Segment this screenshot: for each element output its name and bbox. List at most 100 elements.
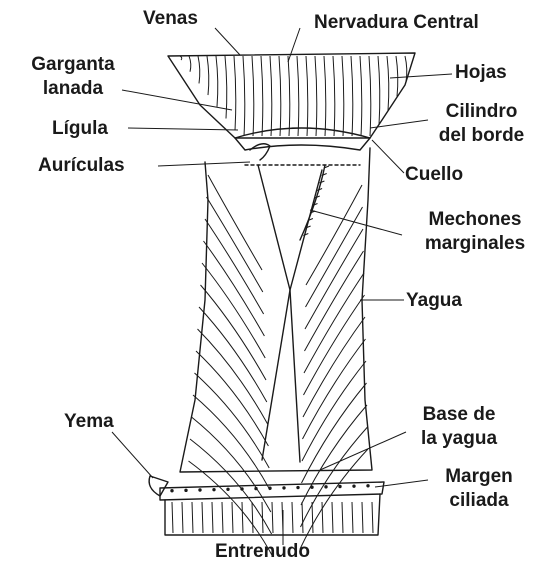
node-dot [185, 489, 187, 491]
sheath-vein-right [301, 427, 368, 527]
label-base-de: Base de [400, 404, 518, 426]
label-lanada: lanada [14, 78, 132, 100]
leader-lines [112, 28, 452, 545]
sheath-vein-left [193, 395, 270, 490]
leader-venas [215, 28, 240, 55]
internode-vein [342, 502, 343, 533]
label-venas: Venas [143, 8, 198, 30]
label-margen: Margen [420, 466, 538, 488]
node-dot [241, 488, 243, 490]
internode-vein [242, 502, 243, 533]
leader-mechones [310, 210, 402, 235]
leaf-vein [270, 56, 272, 136]
leaf-vein [405, 56, 407, 82]
leaf-vein [243, 56, 245, 136]
leaf-vein [288, 56, 290, 136]
sheath-vein-left [199, 307, 267, 402]
leaf-vein [306, 56, 308, 136]
internode-vein [272, 502, 273, 533]
leader-garganta [122, 90, 232, 110]
leaf-vein [351, 56, 353, 136]
internode-vein [202, 502, 203, 533]
node-dot [367, 485, 369, 487]
label-yema: Yema [64, 411, 114, 433]
sheath-vein-right [304, 295, 365, 395]
leader-nervadura [288, 28, 300, 62]
leaf-vein [252, 56, 254, 136]
internode-vein [212, 502, 213, 533]
node-dot [311, 486, 313, 488]
leaf-vein [387, 56, 389, 111]
sheath-vein-right [304, 273, 364, 373]
node-dot [171, 490, 173, 492]
internode-vein [302, 502, 303, 533]
node-dot [227, 488, 229, 490]
node-dot [353, 485, 355, 487]
leaf-vein [207, 56, 209, 95]
internode-vein [332, 502, 333, 533]
marginal-tufts [300, 165, 325, 240]
leaf-vein [315, 56, 317, 136]
veins-group [171, 56, 407, 556]
leader-base [320, 432, 406, 470]
leader-auriculas [158, 162, 250, 166]
sheath-vein-right [305, 229, 363, 329]
leaf-vein [333, 56, 335, 136]
sheath-vein-right [305, 251, 364, 351]
sheath-vein-right [303, 339, 366, 439]
node-dot [283, 487, 285, 489]
node-dot [339, 485, 341, 487]
sheath-vein-left [207, 197, 263, 292]
label-hojas: Hojas [455, 62, 507, 84]
node-dot [255, 487, 257, 489]
bud [149, 476, 168, 496]
leaf-blade [168, 53, 415, 138]
sheath-vein-right [302, 383, 367, 483]
label-marginales: marginales [405, 233, 545, 255]
node-dot [199, 489, 201, 491]
leaf-vein [324, 56, 326, 136]
leader-yema [112, 432, 153, 478]
label-cilindro: Cilindro [415, 101, 548, 123]
internode-vein [362, 502, 363, 533]
leader-ligula [128, 128, 238, 130]
label-auriculas: Aurículas [38, 155, 125, 177]
leader-hojas [390, 74, 452, 78]
internode-vein [312, 502, 313, 533]
internode-vein [262, 502, 263, 533]
internode-vein [172, 502, 173, 533]
leaf-vein [189, 56, 191, 72]
sheath-vein-right [303, 317, 365, 417]
leaf-vein [261, 56, 263, 136]
label-nervadura-central: Nervadura Central [314, 12, 479, 34]
sheath-vein-right [302, 361, 366, 461]
sheath-outline [180, 148, 372, 472]
internode-vein [292, 502, 293, 533]
sheath-fold-right [290, 170, 322, 462]
internode-vein [352, 502, 353, 533]
node-dot [297, 486, 299, 488]
leaf-vein [297, 56, 299, 136]
label-ligula: Lígula [52, 118, 108, 140]
sheath-vein-left [208, 175, 262, 270]
leaf-vein [216, 56, 218, 107]
label-mechones: Mechones [405, 209, 545, 231]
internode-vein [222, 502, 223, 533]
node-dot [269, 487, 271, 489]
leaf-vein [369, 56, 371, 136]
leaf-vein [378, 56, 380, 125]
label-yagua: Yagua [406, 290, 462, 312]
node-dot [325, 486, 327, 488]
leaf-vein [342, 56, 344, 136]
label-la-yagua: la yagua [400, 428, 518, 450]
leader-cuello [372, 140, 404, 173]
node-band [160, 482, 384, 500]
leaf-vein [396, 56, 398, 96]
internode-vein [232, 502, 233, 533]
leaf-vein [360, 56, 362, 136]
internode-vein [192, 502, 193, 533]
leaf-vein [234, 56, 236, 130]
internode-vein [252, 502, 253, 533]
label-cuello: Cuello [405, 164, 463, 186]
